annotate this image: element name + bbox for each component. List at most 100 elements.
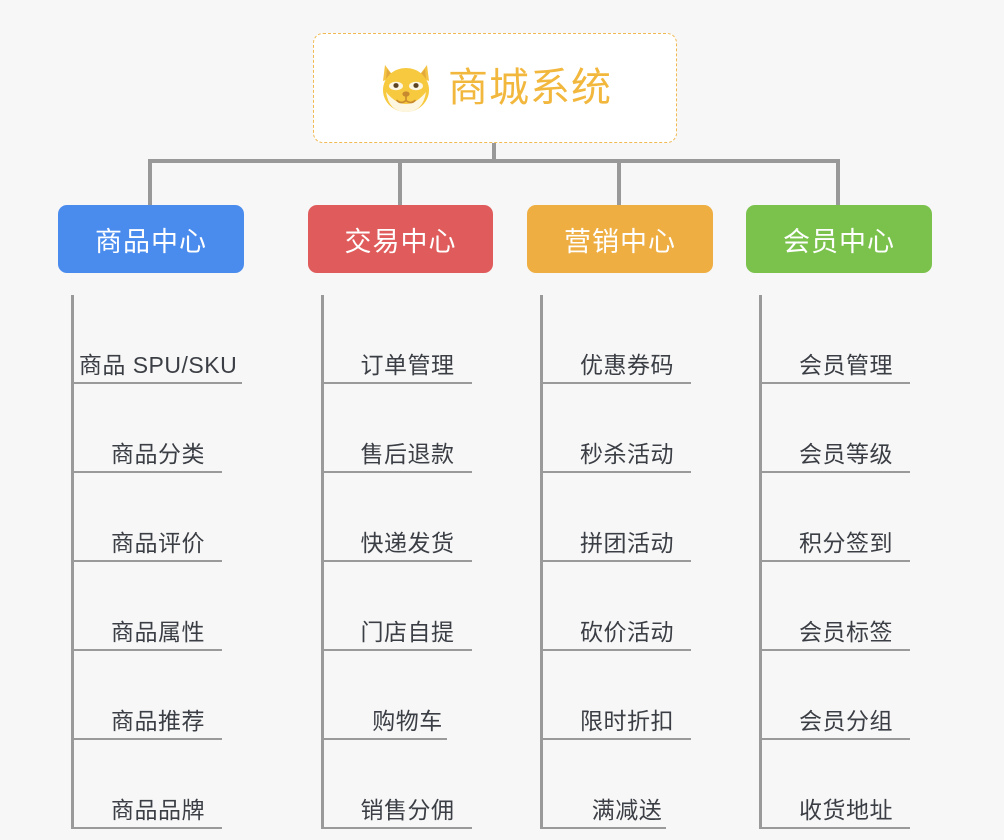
root-title: 商城系统 — [448, 66, 612, 110]
leaf-item-label: 商品品牌 — [111, 796, 205, 823]
leaf-item-label: 售后退款 — [360, 440, 455, 467]
leaf-item[interactable]: 商品属性 — [72, 562, 244, 651]
leaf-underline — [322, 738, 447, 740]
leaf-item-label: 收货地址 — [799, 796, 893, 823]
leaf-item[interactable]: 会员管理 — [760, 295, 932, 384]
category-header-marketing-center[interactable]: 营销中心 — [527, 205, 713, 273]
leaf-item-label: 会员等级 — [799, 440, 893, 467]
category-header-label: 会员中心 — [783, 226, 895, 257]
connector-drop-product-center — [148, 159, 152, 206]
leaf-item-label: 秒杀活动 — [580, 440, 674, 467]
leaf-underline — [760, 560, 910, 562]
connector-root-stem — [492, 143, 496, 162]
leaf-item-label: 会员分组 — [799, 707, 893, 734]
connector-drop-member-center — [836, 159, 840, 206]
leaf-item-label: 订单管理 — [360, 351, 455, 378]
category-header-label: 交易中心 — [344, 226, 457, 257]
leaf-spine — [71, 295, 74, 829]
leaf-item[interactable]: 秒杀活动 — [541, 384, 713, 473]
connector-horizontal-bus — [148, 159, 840, 163]
leaf-underline — [760, 649, 910, 651]
leaf-underline — [322, 827, 472, 829]
leaf-spine — [321, 295, 324, 829]
leaf-list-product-center: 商品 SPU/SKU 商品分类 商品评价 商品属性 商品推荐 商品品牌 — [58, 295, 244, 829]
leaf-item-label: 商品分类 — [111, 440, 205, 467]
leaf-item[interactable]: 限时折扣 — [541, 651, 713, 740]
leaf-spine — [540, 295, 543, 829]
leaf-list-marketing-center: 优惠券码 秒杀活动 拼团活动 砍价活动 限时折扣 满减送 — [527, 295, 713, 829]
leaf-item[interactable]: 购物车 — [322, 651, 493, 740]
leaf-underline — [541, 560, 691, 562]
leaf-list-member-center: 会员管理 会员等级 积分签到 会员标签 会员分组 收货地址 — [746, 295, 932, 829]
leaf-underline — [72, 738, 222, 740]
leaf-underline — [541, 471, 691, 473]
root-node-mall-system[interactable]: 商城系统 — [313, 33, 677, 143]
category-column-trade-center: 交易中心 订单管理 售后退款 快递发货 门店自提 购物车 — [308, 205, 493, 829]
leaf-underline — [541, 382, 691, 384]
connector-drop-trade-center — [398, 159, 402, 206]
leaf-item[interactable]: 商品评价 — [72, 473, 244, 562]
leaf-underline — [760, 382, 910, 384]
leaf-item[interactable]: 会员标签 — [760, 562, 932, 651]
shiba-dog-emoji — [378, 61, 434, 115]
leaf-item[interactable]: 销售分佣 — [322, 740, 493, 829]
category-column-product-center: 商品中心 商品 SPU/SKU 商品分类 商品评价 商品属性 商品推荐 — [58, 205, 244, 829]
leaf-underline — [322, 649, 472, 651]
category-header-trade-center[interactable]: 交易中心 — [308, 205, 493, 273]
leaf-underline — [541, 738, 691, 740]
leaf-item[interactable]: 优惠券码 — [541, 295, 713, 384]
leaf-underline — [760, 738, 910, 740]
leaf-underline — [322, 471, 472, 473]
leaf-item-label: 优惠券码 — [580, 351, 674, 378]
leaf-underline — [72, 649, 222, 651]
leaf-item-label: 会员管理 — [799, 351, 893, 378]
leaf-item-label: 积分签到 — [799, 529, 893, 556]
leaf-item-label: 满减送 — [591, 796, 663, 823]
leaf-underline — [322, 382, 472, 384]
leaf-item-label: 商品属性 — [111, 618, 205, 645]
leaf-item[interactable]: 售后退款 — [322, 384, 493, 473]
leaf-item-label: 拼团活动 — [580, 529, 674, 556]
connector-drop-marketing-center — [617, 159, 621, 206]
leaf-item[interactable]: 商品品牌 — [72, 740, 244, 829]
category-header-label: 商品中心 — [95, 226, 207, 257]
leaf-item[interactable]: 积分签到 — [760, 473, 932, 562]
leaf-item-label: 快递发货 — [360, 529, 455, 556]
category-header-product-center[interactable]: 商品中心 — [58, 205, 244, 273]
leaf-item-label: 商品推荐 — [111, 707, 205, 734]
leaf-underline — [760, 827, 910, 829]
leaf-item[interactable]: 门店自提 — [322, 562, 493, 651]
category-header-member-center[interactable]: 会员中心 — [746, 205, 932, 273]
leaf-item[interactable]: 商品 SPU/SKU — [72, 295, 244, 384]
leaf-item[interactable]: 砍价活动 — [541, 562, 713, 651]
leaf-item[interactable]: 满减送 — [541, 740, 713, 829]
leaf-item[interactable]: 商品分类 — [72, 384, 244, 473]
leaf-underline — [541, 827, 666, 829]
leaf-item[interactable]: 收货地址 — [760, 740, 932, 829]
leaf-underline — [72, 560, 222, 562]
leaf-item-label: 商品评价 — [111, 529, 205, 556]
leaf-item[interactable]: 快递发货 — [322, 473, 493, 562]
category-header-label: 营销中心 — [564, 226, 676, 257]
leaf-item-label: 购物车 — [372, 707, 443, 734]
leaf-item[interactable]: 拼团活动 — [541, 473, 713, 562]
leaf-underline — [322, 560, 472, 562]
leaf-underline — [72, 382, 242, 384]
category-column-marketing-center: 营销中心 优惠券码 秒杀活动 拼团活动 砍价活动 限时折扣 — [527, 205, 713, 829]
leaf-item[interactable]: 商品推荐 — [72, 651, 244, 740]
leaf-item[interactable]: 订单管理 — [322, 295, 493, 384]
leaf-item-label: 商品 SPU/SKU — [78, 351, 238, 378]
leaf-item-label: 限时折扣 — [580, 707, 674, 734]
leaf-item[interactable]: 会员分组 — [760, 651, 932, 740]
leaf-underline — [541, 649, 691, 651]
leaf-item-label: 会员标签 — [799, 618, 893, 645]
leaf-underline — [72, 471, 222, 473]
category-column-member-center: 会员中心 会员管理 会员等级 积分签到 会员标签 会员分组 — [746, 205, 932, 829]
leaf-list-trade-center: 订单管理 售后退款 快递发货 门店自提 购物车 销售分佣 — [308, 295, 493, 829]
leaf-item[interactable]: 会员等级 — [760, 384, 932, 473]
leaf-item-label: 销售分佣 — [360, 796, 455, 823]
leaf-item-label: 门店自提 — [360, 618, 455, 645]
leaf-spine — [759, 295, 762, 829]
leaf-item-label: 砍价活动 — [580, 618, 674, 645]
